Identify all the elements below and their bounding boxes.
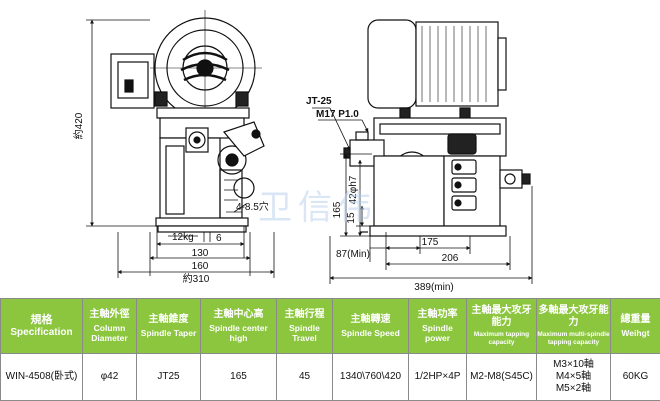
front-view [111,10,264,232]
cell-taper: JT25 [137,354,201,401]
cell-travel: 45 [277,354,333,401]
multi-tap-line: M4×5軸 [537,371,610,383]
dim-87min: 87(Min) [336,249,370,260]
cell-multi-tap: M3×10軸 M4×5軸 M5×2軸 [537,354,611,401]
dim-six: 6 [216,233,222,244]
dim-weight-kg: 12kg [172,232,194,243]
dim-206: 206 [442,253,459,264]
dim-15: 15 [346,212,357,224]
label-jt25: JT-25 [306,96,332,107]
dim-130: 130 [192,248,209,259]
dim-165: 165 [332,201,343,218]
dim-160: 160 [192,261,209,272]
multi-tap-line: M3×10軸 [537,359,610,371]
label-m17: M17 P1.0 [316,109,359,120]
multi-tap-line: M5×2軸 [537,383,610,395]
dim-mount-holes: 4-8.5穴 [236,200,269,213]
cell-max-tap: M2-M8(S45C) [467,354,537,401]
dim-height-420: 約420 [72,112,85,139]
cell-weight: 60KG [611,354,660,401]
cell-center: 165 [201,354,277,401]
dim-phi42: 42φh7 [348,175,359,204]
side-view [344,20,530,236]
cell-speed: 1340\760\420 [333,354,409,401]
dim-389min: 389(min) [414,282,453,293]
dim-175: 175 [422,237,439,248]
dim-310: 約310 [183,272,210,285]
cell-model: WIN-4508(卧式) [1,354,83,401]
spec-data-row: WIN-4508(卧式) φ42 JT25 165 45 1340\760\42… [1,354,660,401]
cell-power: 1/2HP×4P [409,354,467,401]
cell-diameter: φ42 [83,354,137,401]
technical-drawing: 約420 130 160 約310 12kg 6 4-8.5穴 [0,0,660,296]
